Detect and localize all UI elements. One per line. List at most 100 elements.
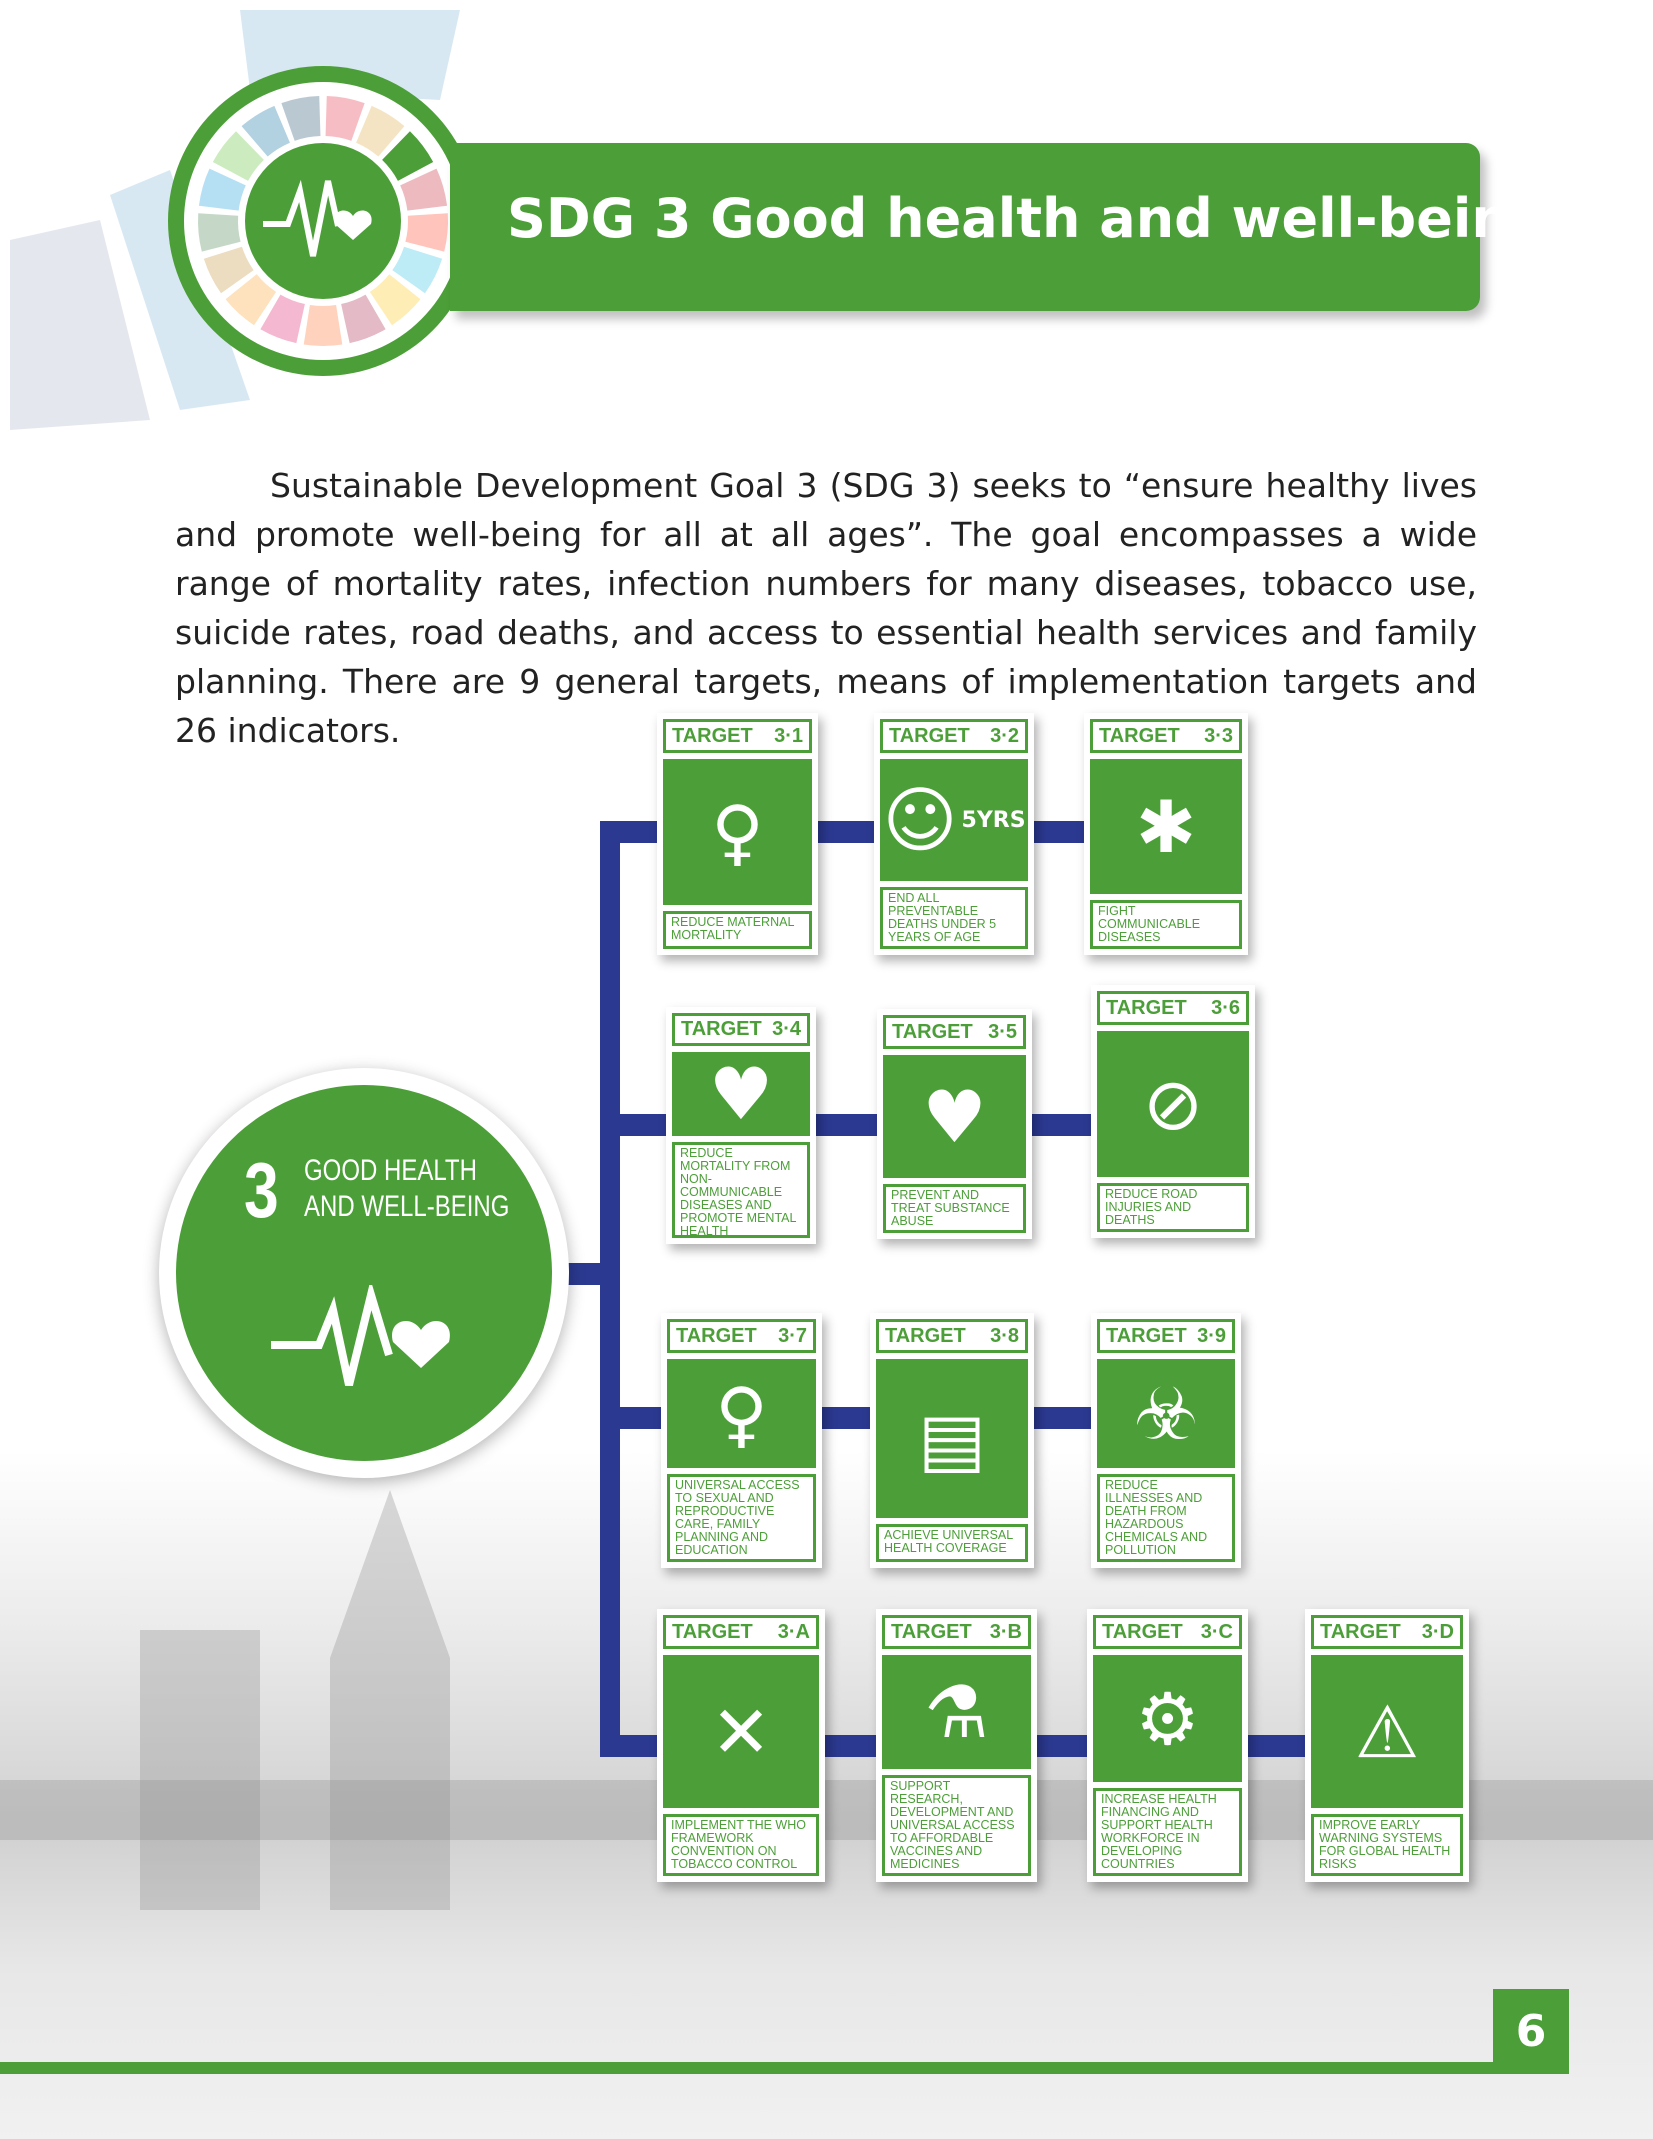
intro-text: Sustainable Development Goal 3 (SDG 3) s… — [175, 466, 1477, 750]
gear-coins-nurse-icon: ⚙ — [1135, 1676, 1200, 1761]
page-title: SDG 3 Good health and well-being — [507, 187, 1549, 250]
page-number: 6 — [1493, 1989, 1569, 2073]
target-card-3-c: TARGET 3·C ⚙ Increase health financing an… — [1087, 1609, 1248, 1882]
disease-person-icon: ✱ — [1135, 784, 1197, 869]
intro-paragraph: Sustainable Development Goal 3 (SDG 3) s… — [175, 461, 1477, 755]
target-caption: End all preventable deaths under 5 years… — [880, 887, 1028, 949]
target-header: TARGET 3·4 — [672, 1013, 810, 1046]
target-code: 3·1 — [774, 724, 803, 747]
syringe-flask-pills-icon: ⚗ — [924, 1670, 989, 1754]
target-code: 3·6 — [1211, 996, 1240, 1019]
no-car-crash-icon: ⊘ — [1142, 1062, 1204, 1146]
woman-nurse-talk-icon: ♀ — [715, 1371, 768, 1456]
target-image: ♥ — [672, 1051, 810, 1136]
target-card-3-6: TARGET 3·6 ⊘ Reduce road injuries and dea… — [1091, 985, 1255, 1238]
target-card-3-5: TARGET 3·5 ♥ Prevent and treat substance … — [877, 1009, 1032, 1239]
target-label: TARGET — [676, 1324, 757, 1347]
target-label: TARGET — [1099, 724, 1180, 747]
target-card-3-4: TARGET 3·4 ♥ Reduce mortality from non-co… — [666, 1007, 816, 1244]
heartbeat-icon — [271, 1285, 450, 1386]
target-label: TARGET — [672, 724, 753, 747]
target-label: TARGET — [892, 1020, 973, 1043]
target-card-3-8: TARGET 3·8 ▤ Achieve universal health cov… — [870, 1313, 1034, 1568]
target-caption: Reduce illnesses and death from hazardou… — [1097, 1474, 1235, 1562]
target-image: ♀ — [667, 1359, 816, 1468]
family-heartbeat-icon: ♥ — [708, 1051, 774, 1136]
target-code: 3·5 — [988, 1020, 1017, 1043]
target-caption: Fight communicable diseases — [1090, 900, 1242, 949]
target-code: 3·B — [989, 1620, 1022, 1643]
target-label: TARGET — [891, 1620, 972, 1643]
target-header: TARGET 3·3 — [1090, 719, 1242, 753]
footer-bar — [0, 2062, 1569, 2074]
target-caption: Reduce mortality from non-communicable d… — [672, 1141, 810, 1238]
target-code: 3·3 — [1204, 724, 1233, 747]
target-image: ✕ — [663, 1655, 819, 1808]
target-header: TARGET 3·9 — [1097, 1319, 1235, 1353]
biohazard-person-icon: ☣ — [1133, 1371, 1199, 1456]
target-label: TARGET — [889, 724, 970, 747]
target-header: TARGET 3·6 — [1097, 991, 1249, 1025]
phone-warning-icon: ⚠ — [1354, 1689, 1420, 1774]
target-caption: Implement the WHO framework convention o… — [663, 1814, 819, 1876]
target-caption: Universal access to sexual and reproduct… — [667, 1474, 816, 1562]
target-code: 3·C — [1200, 1620, 1233, 1643]
target-label: TARGET — [1102, 1620, 1183, 1643]
target-image: ⚗ — [882, 1655, 1031, 1769]
target-code: 3·4 — [772, 1017, 801, 1040]
goal-number: 3 — [244, 1146, 279, 1234]
target-label: TARGET — [1320, 1620, 1401, 1643]
target-image: ♀ — [663, 759, 812, 905]
target-caption: Reduce maternal mortality — [663, 911, 812, 949]
pregnant-woman-icon: ♀ — [711, 790, 764, 874]
family-record-icon: ▤ — [917, 1396, 987, 1481]
target-image: ⚙ — [1093, 1655, 1242, 1782]
target-label: TARGET — [1106, 996, 1187, 1019]
target-caption: Reduce road injuries and deaths — [1097, 1183, 1249, 1232]
target-caption: Support research, development and univer… — [882, 1775, 1031, 1876]
target-code: 3·A — [777, 1620, 810, 1643]
target-label: TARGET — [681, 1017, 762, 1040]
target-caption: Improve early warning systems for global… — [1311, 1814, 1463, 1876]
target-caption: Increase health financing and support he… — [1093, 1788, 1242, 1876]
target-card-3-d: TARGET 3·D ⚠ Improve early warning system… — [1305, 1609, 1469, 1882]
target-label: TARGET — [1106, 1324, 1187, 1347]
target-header: TARGET 3·8 — [876, 1319, 1028, 1353]
connector-vertical — [600, 822, 620, 1756]
target-label: TARGET — [885, 1324, 966, 1347]
connector-goal — [560, 1263, 610, 1285]
baby-5yrs-icon: ☺ — [882, 778, 958, 862]
target-card-3-1: TARGET 3·1 ♀ Reduce maternal mortality — [657, 713, 818, 955]
title-banner: SDG 3 Good health and well-being — [450, 143, 1548, 311]
target-caption: Achieve universal health coverage — [876, 1524, 1028, 1562]
sdg-wheel-logo — [168, 66, 478, 376]
icon-label: 5YRS — [961, 807, 1026, 833]
target-header: TARGET 3·5 — [883, 1015, 1026, 1049]
no-smoking-icon: ✕ — [710, 1689, 772, 1774]
target-code: 3·D — [1421, 1620, 1454, 1643]
target-image: ⚠ — [1311, 1655, 1463, 1808]
target-image: ☺5YRS — [880, 759, 1028, 881]
target-code: 3·9 — [1197, 1324, 1226, 1347]
target-card-3-b: TARGET 3·B ⚗ Support research, developmen… — [876, 1609, 1037, 1882]
target-code: 3·8 — [990, 1324, 1019, 1347]
substance-heart-hand-icon: ♥ — [922, 1074, 987, 1159]
target-image: ▤ — [876, 1359, 1028, 1518]
target-image: ✱ — [1090, 759, 1242, 894]
target-header: TARGET 3·B — [882, 1615, 1031, 1649]
target-header: TARGET 3·C — [1093, 1615, 1242, 1649]
target-header: TARGET 3·D — [1311, 1615, 1463, 1649]
target-header: TARGET 3·1 — [663, 719, 812, 753]
target-card-3-3: TARGET 3·3 ✱ Fight communicable diseases — [1084, 713, 1248, 955]
target-caption: Prevent and treat substance abuse — [883, 1184, 1026, 1233]
target-image: ♥ — [883, 1055, 1026, 1178]
target-image: ☣ — [1097, 1359, 1235, 1468]
